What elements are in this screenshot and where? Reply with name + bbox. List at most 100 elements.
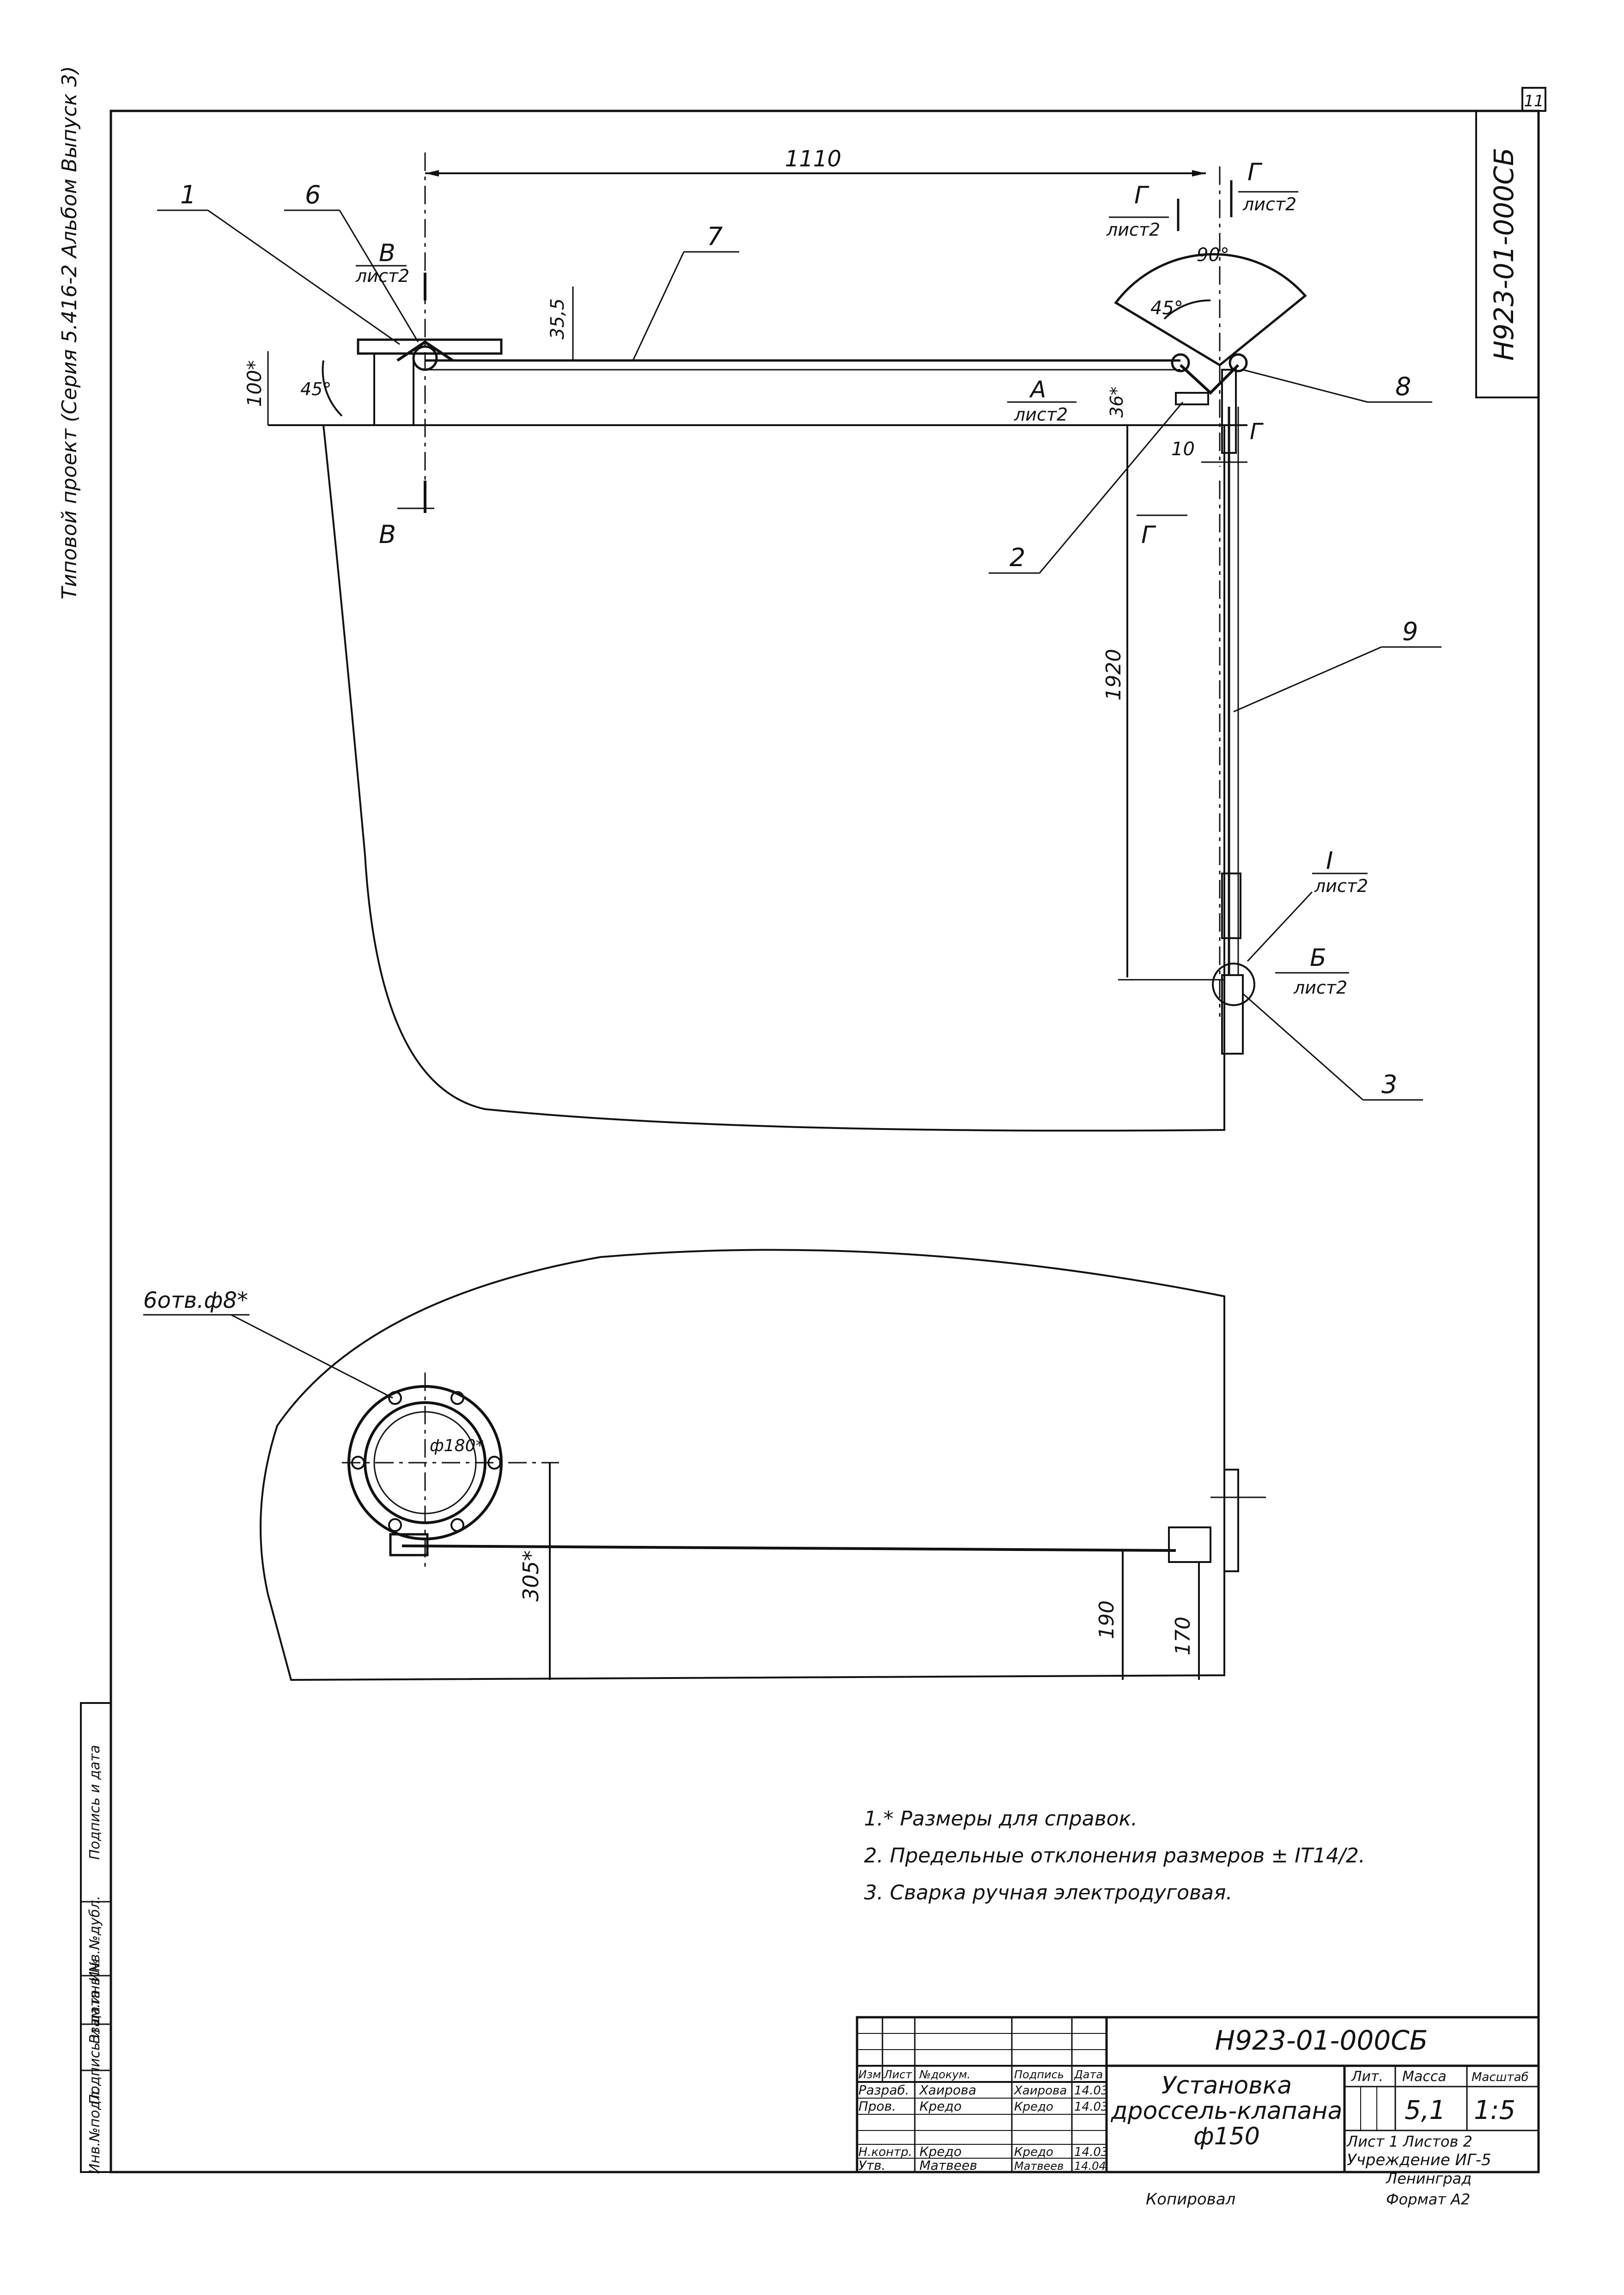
- right-lever: [1179, 364, 1240, 395]
- clamp: [1221, 873, 1241, 939]
- detail-i: I: [1326, 847, 1333, 875]
- note-1: 1.* Размеры для справок.: [864, 1807, 1137, 1831]
- tb-name-1: Кредо: [919, 2099, 961, 2114]
- bore-dim: ф180*: [430, 1436, 484, 1455]
- angle-90: 90°: [1197, 244, 1229, 266]
- leader-6: [339, 210, 419, 342]
- tb-scale: Масштаб: [1472, 2070, 1529, 2084]
- tb-name-2: Кредо: [919, 2144, 961, 2159]
- stamp-dubl: Инв.№дубл.: [87, 1896, 103, 1982]
- stamp-vzam: Взам.инв.№: [87, 1959, 103, 2044]
- section-g1-ref: лист2: [1106, 220, 1160, 240]
- section-g2-ref: лист2: [1242, 194, 1296, 214]
- leader-2: [1039, 402, 1184, 574]
- section-b-bottom: В: [379, 520, 396, 549]
- section-b-top-ref: лист2: [355, 266, 409, 286]
- angle-45-left: 45°: [300, 379, 331, 399]
- arc-45: [1163, 299, 1211, 320]
- dim-305: 305*: [518, 1550, 543, 1602]
- view-bv: Б: [1310, 944, 1326, 972]
- callout-6: 6: [305, 180, 321, 209]
- tb-role-3: Утв.: [858, 2158, 886, 2173]
- callout-3: 3: [1381, 1070, 1397, 1099]
- dim-36: 36*: [1107, 386, 1127, 417]
- pin-left: [1171, 353, 1190, 372]
- tb-date-0: 14.03: [1074, 2084, 1108, 2098]
- sheet-number: 11: [1524, 92, 1544, 110]
- dim-35-5: 35,5: [547, 298, 568, 339]
- callout-1: 1: [180, 180, 196, 209]
- tb-scale-value: 1:5: [1474, 2095, 1515, 2125]
- tb-date-3: 14.04: [1074, 2160, 1106, 2173]
- section-b-top: В: [379, 239, 395, 267]
- tb-head-doc: №докум.: [918, 2068, 971, 2081]
- tb-copied: Копировал: [1146, 2190, 1235, 2209]
- detail-i-ref: лист2: [1314, 876, 1368, 896]
- detail-i-leader: [1247, 891, 1313, 962]
- series-label: Типовой проект (Серия 5.416-2 Альбом Вып…: [58, 66, 81, 599]
- leader-3: [1242, 993, 1363, 1101]
- note-2: 2. Предельные отклонения размеров ± IT14…: [864, 1844, 1365, 1868]
- tb-mass-value: 5,1: [1405, 2095, 1446, 2125]
- callout-7: 7: [707, 222, 723, 251]
- tb-name-3: Матвеев: [919, 2158, 977, 2173]
- tb-role-0: Разраб.: [858, 2082, 909, 2098]
- tb-head-date: Дата: [1074, 2068, 1103, 2081]
- bracket-bottom: [1168, 1526, 1211, 1563]
- doc-code-vertical: Н923-01-000СБ: [1488, 148, 1520, 361]
- hole-note: 6отв.ф8*: [143, 1288, 248, 1313]
- view-a: А: [1029, 376, 1046, 403]
- leader-7: [632, 251, 685, 361]
- stamp-inv: Инв.№подл.: [87, 2087, 103, 2174]
- tb-sign-2: Кредо: [1014, 2145, 1053, 2159]
- leader-1: [207, 209, 400, 345]
- tb-name-0: Хаирова: [918, 2082, 976, 2098]
- housing-outline-top: [322, 424, 1225, 1132]
- leader-8: [1242, 369, 1368, 403]
- flange: [357, 338, 503, 355]
- tb-lit: Лит.: [1351, 2069, 1383, 2085]
- section-g1: Г: [1134, 182, 1150, 209]
- view-bv-ref: лист2: [1293, 977, 1347, 998]
- section-g2: Г: [1247, 159, 1263, 186]
- sheet-frame: [109, 110, 1540, 2173]
- flange-neck: [373, 353, 414, 426]
- left-stamp: [80, 1702, 112, 2173]
- lever-bottom: [389, 1533, 429, 1556]
- dim-100: 100*: [243, 360, 266, 407]
- tb-city: Ленинград: [1386, 2170, 1472, 2187]
- tb-mass: Масса: [1402, 2069, 1447, 2085]
- pin-right: [1229, 353, 1248, 372]
- tb-role-1: Пров.: [858, 2099, 896, 2114]
- lever-hub: [396, 340, 454, 362]
- tb-date-1: 14.03: [1074, 2100, 1108, 2114]
- dim-170: 170: [1171, 1617, 1195, 1655]
- lower-bracket: [1221, 974, 1244, 1055]
- sector-90: [1114, 253, 1307, 367]
- stamp-sign-1: Подпись и дата: [87, 1990, 103, 2105]
- tb-format: Формат А2: [1386, 2191, 1470, 2208]
- callout-9: 9: [1402, 617, 1418, 646]
- tb-title-2: дроссель-клапана: [1111, 2097, 1343, 2125]
- section-g-side: Г: [1250, 419, 1264, 445]
- tb-head-sign: Подпись: [1014, 2068, 1064, 2081]
- callout-2: 2: [1010, 543, 1025, 572]
- detail-circle-b: [1212, 963, 1255, 1006]
- tb-sheet: Лист 1 Листов 2: [1346, 2133, 1472, 2150]
- view-a-ref: лист2: [1014, 404, 1068, 425]
- stamp-sign-2: Подпись и дата: [87, 1745, 103, 1860]
- tb-org: Учреждение ИГ-5: [1347, 2151, 1491, 2169]
- arrow: [1192, 170, 1206, 177]
- tb-head-izm: Изм.: [858, 2068, 884, 2081]
- dim-1110: 1110: [785, 146, 841, 172]
- arrow: [425, 170, 439, 177]
- hole-note-leader: [231, 1314, 393, 1399]
- tb-sign-0: Хаирова: [1013, 2084, 1067, 2098]
- tb-date-2: 14.03: [1074, 2145, 1108, 2159]
- dim-1920: 1920: [1102, 649, 1125, 701]
- tb-doc-code: Н923-01-000СБ: [1215, 2025, 1428, 2056]
- tb-sign-1: Кредо: [1014, 2100, 1053, 2114]
- arc-45-left: [322, 360, 343, 417]
- bracket-2: [1175, 392, 1209, 405]
